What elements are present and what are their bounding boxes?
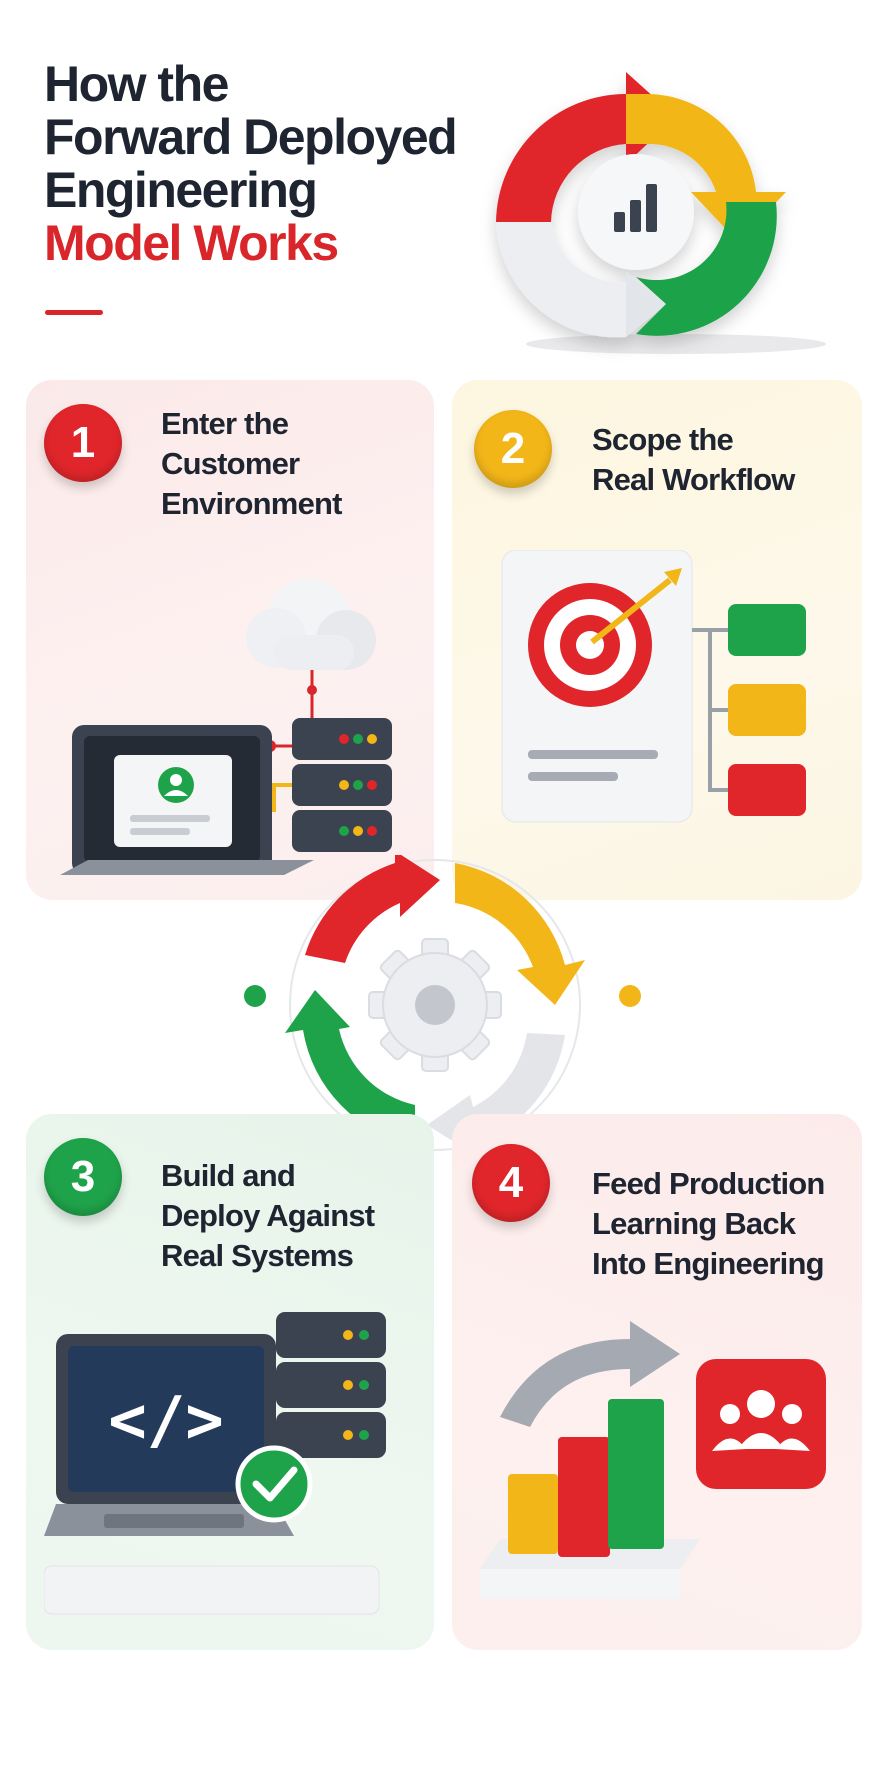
title-line-2: Forward Deployed: [44, 109, 458, 165]
code-laptop-server-icon: </>: [44, 1304, 414, 1624]
step-card-2: 2 Scope the Real Workflow: [452, 380, 862, 900]
step-title-line: Customer: [161, 446, 300, 481]
step-title: Build and Deploy Against Real Systems: [161, 1156, 375, 1276]
step-card-1: 1 Enter the Customer Environment: [26, 380, 434, 900]
step-title-line: Enter the: [161, 406, 289, 441]
central-cycle-gear-icon: [235, 855, 645, 1155]
step-title: Enter the Customer Environment: [161, 404, 342, 524]
step-title-line: Into Engineering: [592, 1246, 825, 1281]
step-number-badge: 1: [44, 404, 122, 482]
step-title-line: Real Systems: [161, 1238, 354, 1273]
step-title-line: Learning Back: [592, 1206, 796, 1241]
target-workflow-icon: [492, 550, 832, 850]
step-title-line: Build and: [161, 1158, 296, 1193]
laptop-cloud-server-icon: [44, 540, 424, 880]
title-underline: [45, 310, 103, 315]
step-number-badge: 3: [44, 1138, 122, 1216]
step-number-badge: 4: [472, 1144, 550, 1222]
step-title-line: Real Workflow: [592, 462, 795, 497]
svg-text:</>: </>: [108, 1384, 224, 1458]
page-title: How the Forward Deployed Engineering Mod…: [44, 56, 458, 271]
step-title: Scope the Real Workflow: [592, 420, 795, 500]
step-title: Feed Production Learning Back Into Engin…: [592, 1164, 825, 1284]
step-title-line: Environment: [161, 486, 342, 521]
step-title-line: Deploy Against: [161, 1198, 375, 1233]
step-card-3: 3 Build and Deploy Against Real Systems …: [26, 1114, 434, 1650]
step-title-line: Feed Production: [592, 1166, 825, 1201]
title-accent-line: Model Works: [44, 215, 339, 271]
growth-chart-team-icon: [480, 1299, 850, 1619]
step-title-line: Scope the: [592, 422, 734, 457]
title-line-3: Engineering: [44, 162, 318, 218]
title-line-1: How the: [44, 56, 229, 112]
step-card-4: 4 Feed Production Learning Back Into Eng…: [452, 1114, 862, 1650]
hero-cycle-icon: [476, 72, 856, 362]
step-number-badge: 2: [474, 410, 552, 488]
